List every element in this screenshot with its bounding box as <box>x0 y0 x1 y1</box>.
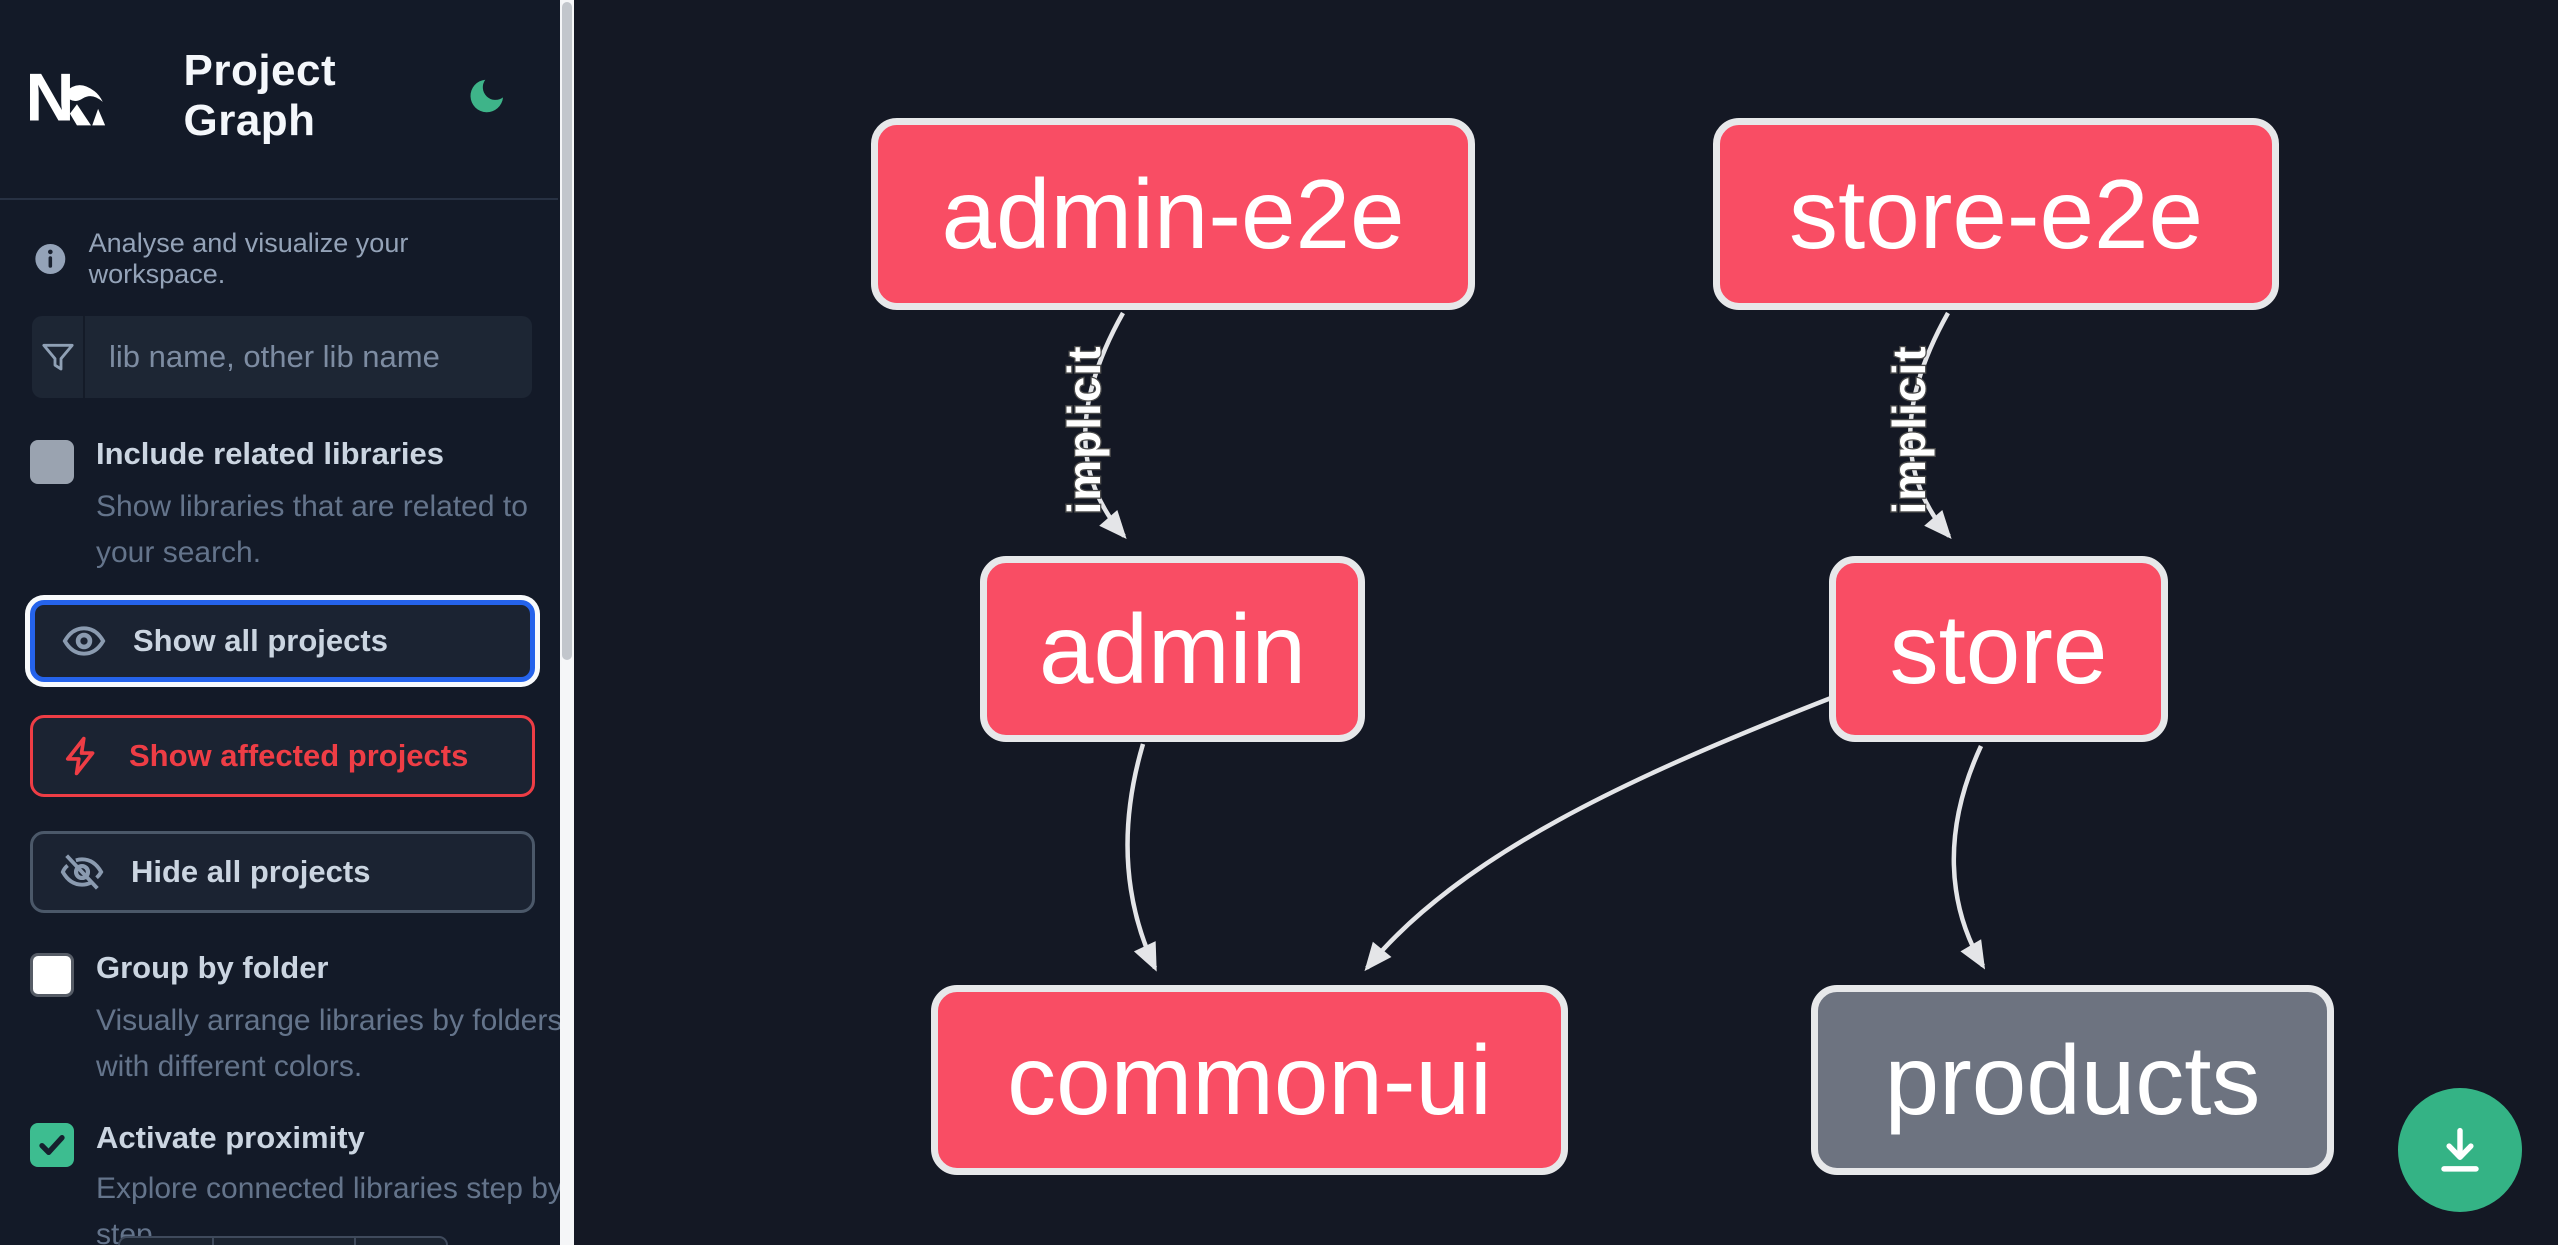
proximity-stepper-control[interactable] <box>118 1236 448 1245</box>
check-icon <box>39 1135 65 1155</box>
eye-off-icon <box>60 854 104 890</box>
sidebar: N Project Graph Analyse and visualize yo… <box>0 0 574 1245</box>
sidebar-header: N Project Graph <box>30 46 530 145</box>
graph-edges-layer: implicit implicit <box>1057 311 1986 972</box>
checkbox-description: Explore connected libraries step by step… <box>96 1172 563 1245</box>
button-label: Show all projects <box>133 623 388 658</box>
graph-canvas[interactable]: implicit implicit admin-e2e store-e2e ad… <box>574 0 2558 1245</box>
checkbox-label: Include related libraries <box>96 436 445 471</box>
download-icon <box>2441 1127 2479 1172</box>
download-graph-button[interactable] <box>2398 1088 2522 1212</box>
edge-store-e2e-to-store <box>1908 311 1952 540</box>
node-label: products <box>1884 1024 2261 1135</box>
funnel-icon <box>32 316 85 398</box>
stepper-segment[interactable] <box>356 1238 444 1245</box>
info-icon <box>35 244 66 274</box>
stepper-segment[interactable] <box>214 1238 356 1245</box>
edge-admin-to-common-ui <box>1125 743 1158 972</box>
edge-store-to-products <box>1951 745 1986 970</box>
button-label: Show affected projects <box>129 738 469 773</box>
button-label: Hide all projects <box>131 854 371 889</box>
node-label: store <box>1889 593 2108 704</box>
checkbox-include-related[interactable] <box>30 440 74 484</box>
edge-admin-e2e-to-admin <box>1083 311 1127 540</box>
sidebar-scrollbar-track <box>560 0 574 1245</box>
workspace-info: Analyse and visualize your workspace. <box>34 228 534 290</box>
dark-mode-moon-icon[interactable] <box>465 73 508 119</box>
edge-store-to-common-ui <box>1364 695 1832 972</box>
edge-label-implicit: implicit <box>1883 345 1935 514</box>
project-node-store-e2e[interactable]: store-e2e <box>1713 118 2279 310</box>
info-text: Analyse and visualize your workspace. <box>88 228 409 289</box>
hide-all-projects-button[interactable]: Hide all projects <box>30 831 535 913</box>
checkbox-activate-proximity[interactable] <box>30 1123 74 1167</box>
node-label: admin-e2e <box>941 158 1405 269</box>
checkbox-description: Visually arrange libraries by folders wi… <box>96 1004 563 1083</box>
checkbox-group-by-folder[interactable] <box>30 953 74 997</box>
sidebar-scrollbar-thumb[interactable] <box>562 2 572 660</box>
show-all-projects-button[interactable]: Show all projects <box>30 600 535 682</box>
node-label: store-e2e <box>1788 158 2203 269</box>
header-divider <box>0 198 558 200</box>
project-node-store[interactable]: store <box>1829 556 2168 742</box>
project-node-admin-e2e[interactable]: admin-e2e <box>871 118 1475 310</box>
stepper-segment[interactable] <box>120 1238 214 1245</box>
node-label: common-ui <box>1007 1024 1492 1135</box>
node-label: admin <box>1039 593 1306 704</box>
show-affected-projects-button[interactable]: Show affected projects <box>30 715 535 797</box>
bolt-icon <box>65 736 95 776</box>
page-title: Project Graph <box>183 46 337 145</box>
search-box <box>32 316 532 398</box>
nx-logo-icon: N <box>30 60 106 135</box>
project-node-admin[interactable]: admin <box>980 556 1365 742</box>
eye-icon <box>62 626 106 656</box>
project-node-common-ui[interactable]: common-ui <box>931 985 1568 1175</box>
project-node-products[interactable]: products <box>1811 985 2334 1175</box>
edge-label-implicit: implicit <box>1058 345 1110 514</box>
search-input[interactable] <box>85 316 532 398</box>
svg-text:N: N <box>30 60 74 135</box>
checkbox-label: Activate proximity <box>96 1120 365 1155</box>
checkbox-label: Group by folder <box>96 950 329 985</box>
checkbox-description: Show libraries that are related to your … <box>96 490 528 569</box>
